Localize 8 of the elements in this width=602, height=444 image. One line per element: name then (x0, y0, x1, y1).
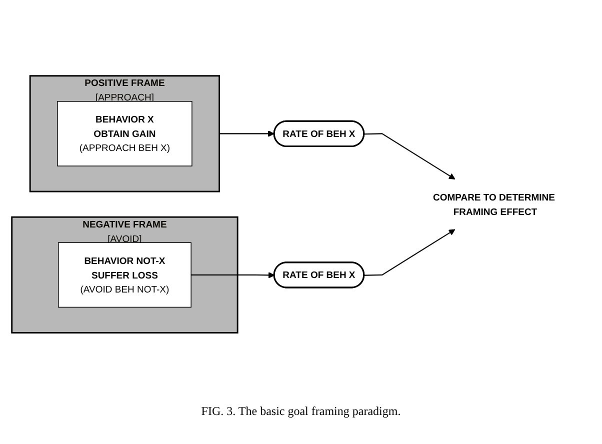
node-box: BEHAVIOR X OBTAIN GAIN (APPROACH BEH X) (57, 100, 192, 166)
arrow (364, 228, 456, 276)
arrow (219, 130, 274, 137)
arrow (191, 272, 275, 278)
node-text: COMPARE TO DETERMINE FRAMING EFFECT (432, 191, 555, 216)
node-box: BEHAVIOR NOT-X SUFFER LOSS (AVOID BEH NOT-X) (58, 242, 192, 308)
arrow (364, 132, 456, 180)
figure-caption: FIG. 3. The basic goal framing paradigm. (200, 404, 402, 419)
